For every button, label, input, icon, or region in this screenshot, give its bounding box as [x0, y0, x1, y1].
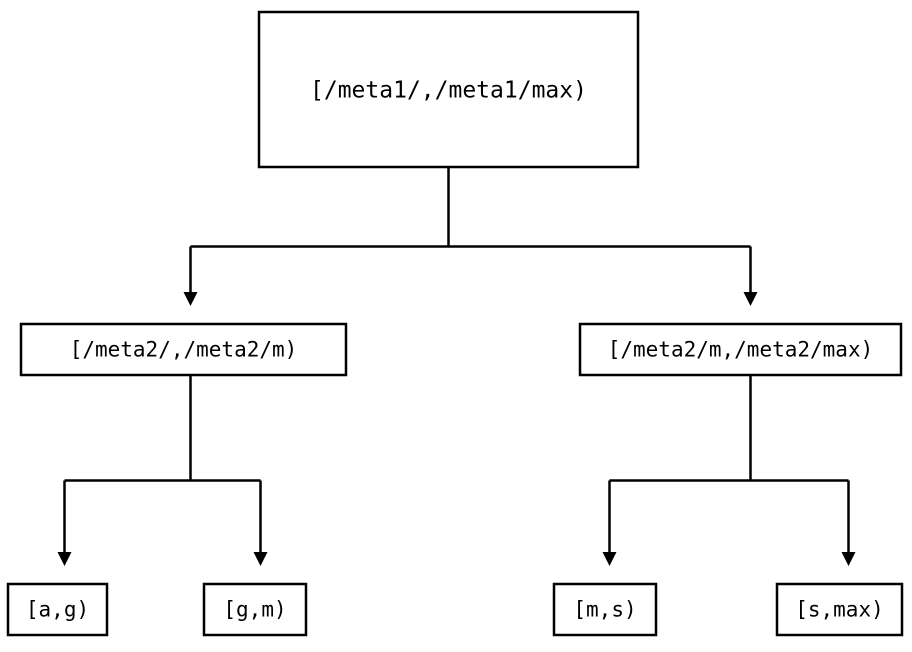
node-leaf-2[interactable]: [g,m)	[202, 582, 308, 637]
edge-group-left-to-leaves	[57, 375, 268, 566]
node-level2-right-label: [/meta2/m,/meta2/max)	[608, 338, 874, 362]
arrowhead-to-leaf-1	[57, 552, 72, 566]
arrowhead-to-leaf-3	[602, 552, 617, 566]
node-leaf-1-box	[6, 582, 109, 637]
node-root-label: [/meta1/,/meta1/max)	[310, 78, 587, 104]
edge-group-root-to-level2	[183, 167, 758, 306]
node-level2-right[interactable]: [/meta2/m,/meta2/max)	[578, 322, 903, 377]
node-root-box	[257, 10, 640, 169]
node-leaf-3-label: [m,s)	[573, 598, 636, 622]
node-leaf-2-label: [g,m)	[223, 598, 286, 622]
node-level2-left-box	[19, 322, 348, 377]
node-level2-right-box	[578, 322, 903, 377]
node-leaf-1[interactable]: [a,g)	[6, 582, 109, 637]
node-leaf-2-box	[202, 582, 308, 637]
node-leaf-3[interactable]: [m,s)	[552, 582, 658, 637]
node-leaf-1-label: [a,g)	[26, 598, 89, 622]
node-leaf-4-box	[775, 582, 904, 637]
node-root[interactable]: [/meta1/,/meta1/max)	[257, 10, 640, 169]
arrowhead-to-level2-right	[743, 292, 758, 306]
node-level2-left[interactable]: [/meta2/,/meta2/m)	[19, 322, 348, 377]
node-leaf-4-label: [s,max)	[795, 598, 884, 622]
node-level2-left-label: [/meta2/,/meta2/m)	[70, 338, 298, 362]
edge-group-right-to-leaves	[602, 375, 856, 566]
arrowhead-to-leaf-4	[841, 552, 856, 566]
node-leaf-4[interactable]: [s,max)	[775, 582, 904, 637]
arrowhead-to-level2-left	[183, 292, 198, 306]
node-leaf-3-box	[552, 582, 658, 637]
arrowhead-to-leaf-2	[253, 552, 268, 566]
